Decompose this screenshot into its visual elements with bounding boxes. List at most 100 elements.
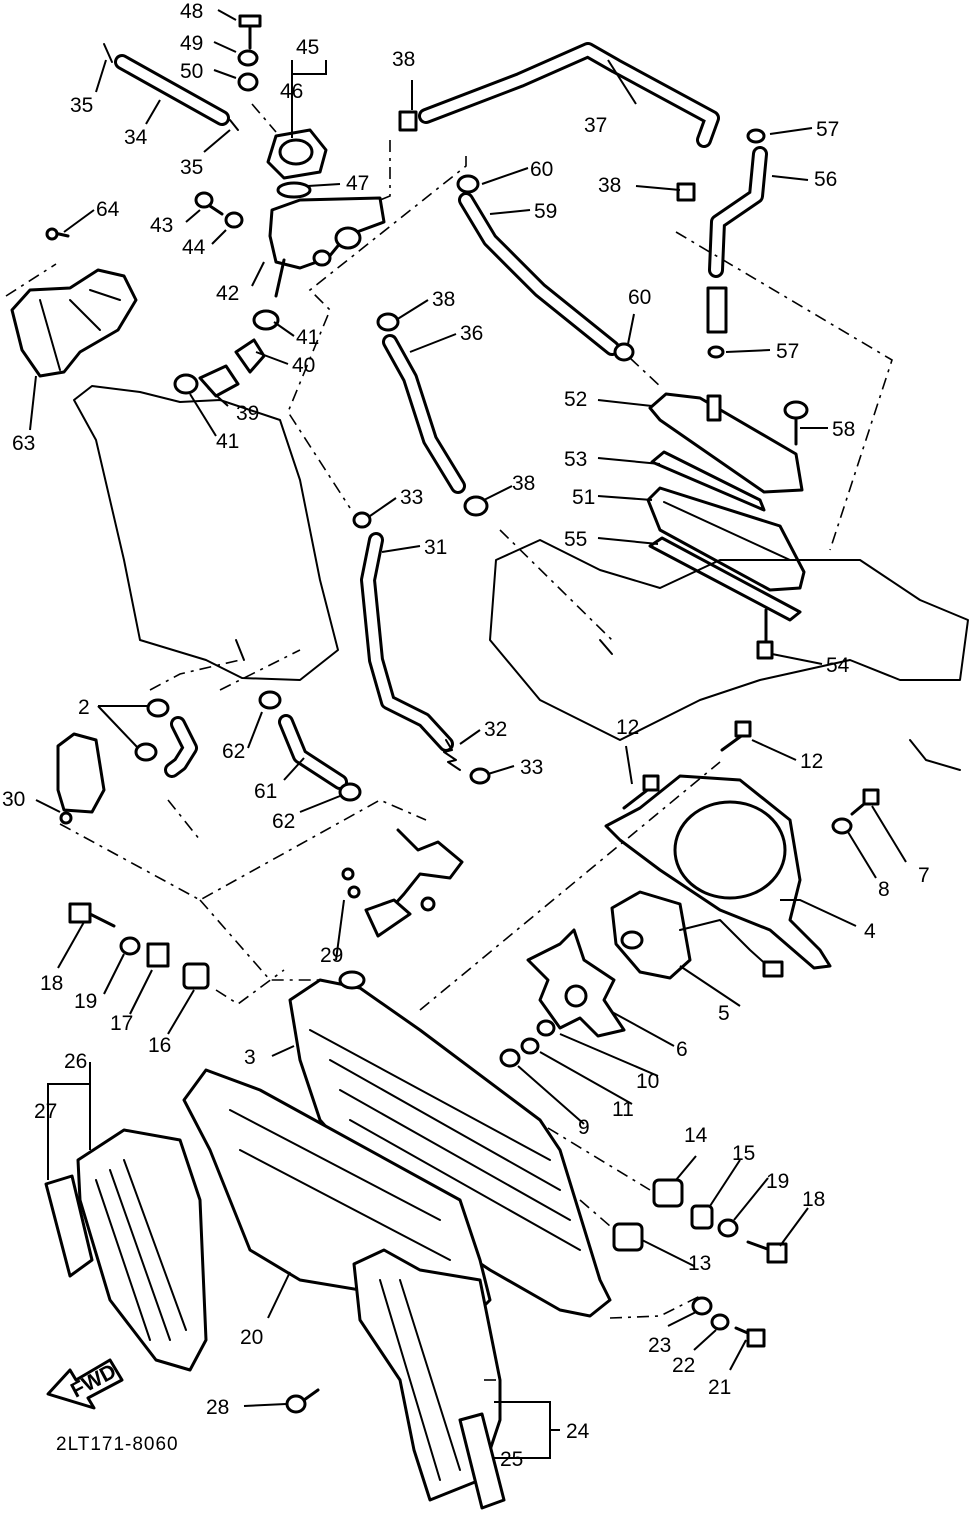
bolt-43 [194,191,224,216]
callout-32: 32 [484,718,507,741]
clamp-41b [173,373,199,395]
hose-56 [708,146,768,278]
callout-46: 46 [280,80,303,103]
callout-16: 16 [148,1034,171,1057]
callout-44: 44 [182,236,206,259]
damper-14 [652,1178,684,1208]
callout-43: 43 [150,214,173,237]
washer-19 [119,936,141,956]
callout-42: 42 [216,282,239,305]
callout-14: 14 [684,1124,708,1147]
hose-40 [234,338,266,374]
phantom-lines [5,103,893,1381]
clamp-2 [134,698,170,762]
bolt-58 [783,400,809,446]
clamp-38d [463,495,489,517]
callout-62: 62 [222,740,245,763]
thermostat-housing-51 [646,486,806,592]
callout-49: 49 [180,32,203,55]
callout-34: 34 [124,126,148,149]
hose-pipe [164,716,198,778]
nut-9 [499,1048,521,1068]
callout-38d: 38 [512,472,535,495]
callout-10: 10 [636,1070,659,1093]
callout-47: 47 [346,172,369,195]
bolt-28 [285,1388,320,1414]
fwd-arrow-icon: FWD [46,1358,124,1410]
callout-56: 56 [814,168,837,191]
callout-24: 24 [566,1420,590,1443]
engine-phantom [489,539,969,771]
clamp-41 [252,309,280,331]
collar-15 [690,1204,714,1230]
callout-35b: 35 [180,156,203,179]
callout-18b: 18 [802,1188,825,1211]
callout-12b: 12 [800,750,823,773]
callout-54: 54 [826,654,850,677]
bolt-18 [68,902,116,928]
callout-58: 58 [832,418,855,441]
callout-55: 55 [564,528,587,551]
clamp-60 [456,174,480,194]
callout-26: 26 [64,1050,87,1073]
callout-21: 21 [708,1376,731,1399]
bolt-48 [238,14,262,50]
bolt-54 [756,608,774,660]
callout-33: 33 [400,486,423,509]
hose-61 [278,714,348,790]
clamp-33b [469,767,491,785]
callout-53: 53 [564,448,587,471]
callout-38b: 38 [598,174,621,197]
callout-5: 5 [718,1002,730,1025]
leader-lines [29,9,907,1459]
callout-61: 61 [254,780,277,803]
callout-52: 52 [564,388,587,411]
collar-23 [691,1296,713,1316]
hose-59 [458,192,620,356]
fan-shroud-4 [604,774,832,970]
callout-31: 31 [424,536,447,559]
fan-blade-6 [526,928,626,1038]
clamp-62 [258,690,282,710]
pump-30 [56,732,106,825]
callout-29: 29 [320,944,343,967]
bolt-18b [746,1240,788,1264]
callout-45: 45 [296,36,319,59]
grommet-16 [182,962,210,990]
washer-10 [536,1019,556,1037]
clamp-33 [352,511,372,529]
washer-49 [237,49,259,67]
bolt-12 [622,774,660,810]
callout-15: 15 [732,1142,755,1165]
side-cover-26 [76,1128,208,1372]
callout-2: 2 [78,696,90,719]
callout-30: 30 [2,788,25,811]
damper-13 [612,1222,644,1252]
hose-31 [360,532,454,752]
callout-labels: 48 49 50 45 46 35 34 35 47 38 37 57 56 6… [2,0,930,1471]
callout-7: 7 [918,864,930,887]
hose-37 [418,42,720,148]
callout-64: 64 [96,198,120,221]
washer-8 [831,817,853,835]
diagram-code: 2LT171-8060 [56,1434,179,1455]
hose-36 [382,334,466,494]
gasket-53 [650,450,766,512]
callout-63: 63 [12,432,35,455]
clamp-38 [398,110,418,132]
callout-57: 57 [816,118,839,141]
bracket-63 [10,268,138,378]
clamp-38b [676,182,696,202]
gasket-55 [648,536,802,622]
callout-13: 13 [688,1252,711,1275]
callout-22: 22 [672,1354,695,1377]
thermostat-cover-52 [648,392,804,494]
callout-28: 28 [206,1396,229,1419]
bolt-21 [734,1326,766,1348]
clamp-57 [746,128,766,144]
clamp-62b [338,782,362,802]
callout-9: 9 [578,1116,590,1139]
emblem-27 [44,1174,94,1278]
callout-60b: 60 [628,286,651,309]
